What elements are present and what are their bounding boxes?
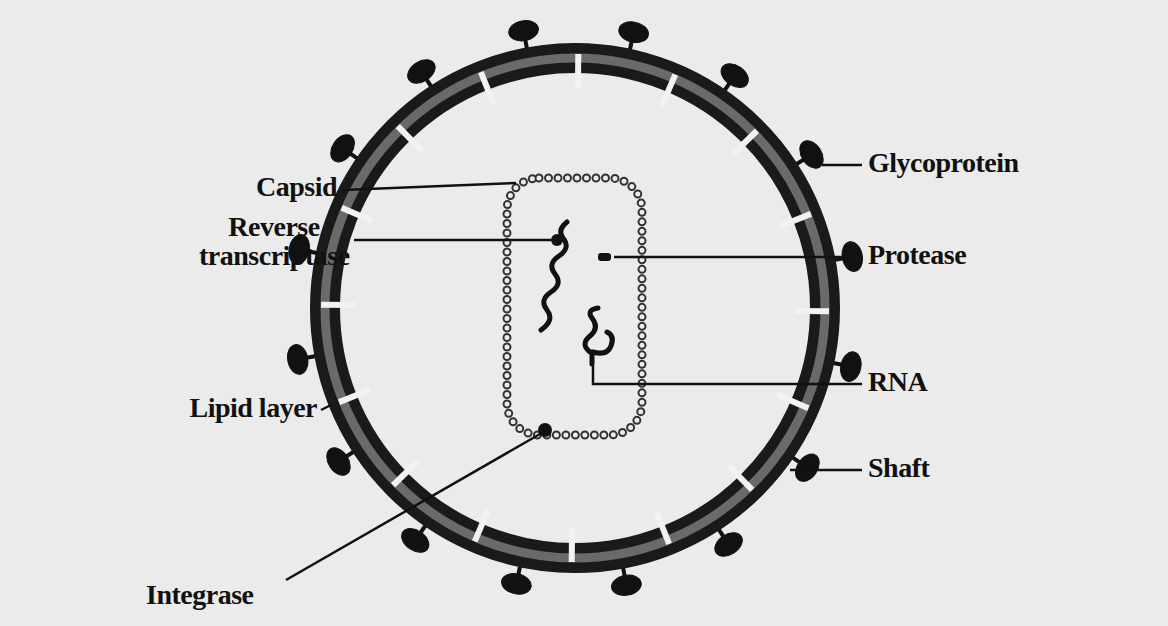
capsid-beads xyxy=(507,178,642,435)
part-label: Integrase xyxy=(146,580,253,609)
reverse-transcriptase-dot xyxy=(551,234,563,246)
part-label: RNA xyxy=(868,367,927,396)
shafts xyxy=(321,54,829,562)
part-label: Lipid layer xyxy=(189,393,317,422)
part-label: Glycoprotein xyxy=(868,148,1019,177)
leader-lines xyxy=(286,165,862,580)
lipid-ring-stripe xyxy=(325,58,825,558)
lipid-ring xyxy=(325,58,825,558)
part-label: Protease xyxy=(868,240,966,269)
capsid-bead-centres xyxy=(507,178,642,435)
part-label: Reverse transcriptase xyxy=(199,212,349,271)
part-label: Capsid xyxy=(256,172,337,201)
part-label: Shaft xyxy=(868,453,929,482)
glycoproteins xyxy=(285,18,865,598)
rna-strands xyxy=(541,222,612,364)
protease-dot xyxy=(598,253,611,261)
